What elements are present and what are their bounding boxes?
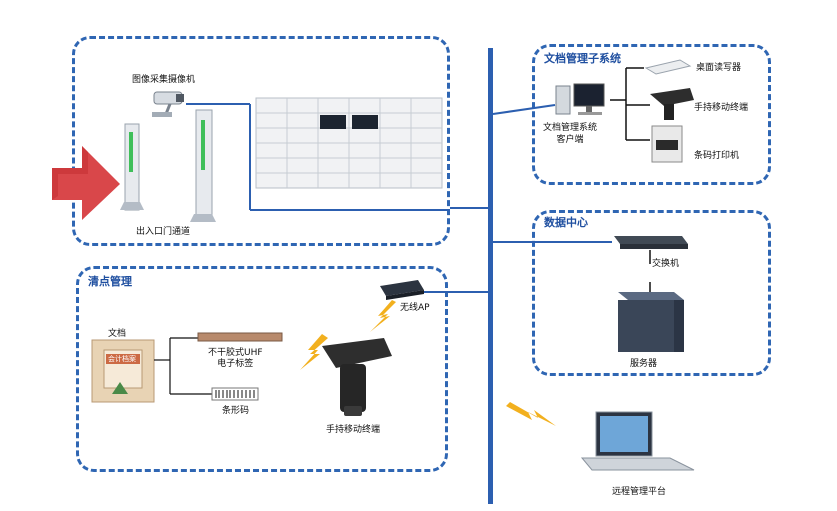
- handheld-terminal-icon-2: [322, 338, 392, 416]
- bus-connectors: [186, 103, 612, 293]
- uhf-tag-label: 不干胶式UHF 电子标签: [208, 348, 263, 369]
- client-label: 文档管理系统 客户端: [543, 123, 598, 145]
- lightning-bolts: [300, 300, 556, 426]
- data-center-box: [532, 210, 771, 376]
- document-label: 文档: [108, 329, 127, 339]
- handheld-terminal-icon-1: [650, 88, 694, 120]
- server-icon: [618, 282, 684, 352]
- barcode-icon: [211, 387, 259, 401]
- desktop-reader-icon: [644, 59, 692, 75]
- wireless-ap-label: 无线AP: [400, 303, 430, 313]
- barcode-printer-icon: [651, 125, 683, 163]
- inventory-box: [76, 266, 448, 472]
- inventory-title: 清点管理: [88, 275, 132, 288]
- network-bus: [488, 48, 493, 504]
- entrance-section-box: [72, 36, 450, 246]
- archive-subsystem-title: 文档管理子系统: [544, 52, 621, 65]
- uhf-tag-icon: [197, 332, 283, 342]
- wireless-ap-icon: [380, 280, 424, 300]
- barcode-label: 条形码: [222, 406, 250, 416]
- desktop-reader-label: 桌面读写器: [696, 63, 742, 73]
- camera-label: 图像采集摄像机: [132, 75, 196, 85]
- server-label: 服务器: [630, 359, 658, 369]
- document-connectors: [154, 337, 212, 395]
- handheld-terminal-label-1: 手持移动终端: [694, 103, 749, 113]
- camera-icon: [152, 91, 184, 117]
- archive-subsystem-box: [532, 44, 771, 185]
- entry-arrow: [52, 146, 120, 220]
- switch-label: 交换机: [652, 259, 680, 269]
- handheld-terminal-label-2: 手持移动终端: [326, 425, 381, 435]
- document-folder-icon: [91, 339, 155, 403]
- remote-platform-label: 远程管理平台: [612, 487, 667, 497]
- folder-text: 会计档案: [108, 355, 136, 363]
- locker-cabinet: [255, 97, 443, 189]
- gate-label: 出入口门通道: [136, 227, 191, 237]
- barcode-printer-label: 条码打印机: [694, 151, 740, 161]
- gate-pillars: [120, 109, 216, 222]
- client-computer-icon: [555, 83, 605, 115]
- switch-icon: [614, 236, 688, 264]
- client-connectors: [610, 67, 650, 141]
- laptop-icon: [580, 411, 695, 471]
- data-center-title: 数据中心: [544, 216, 588, 229]
